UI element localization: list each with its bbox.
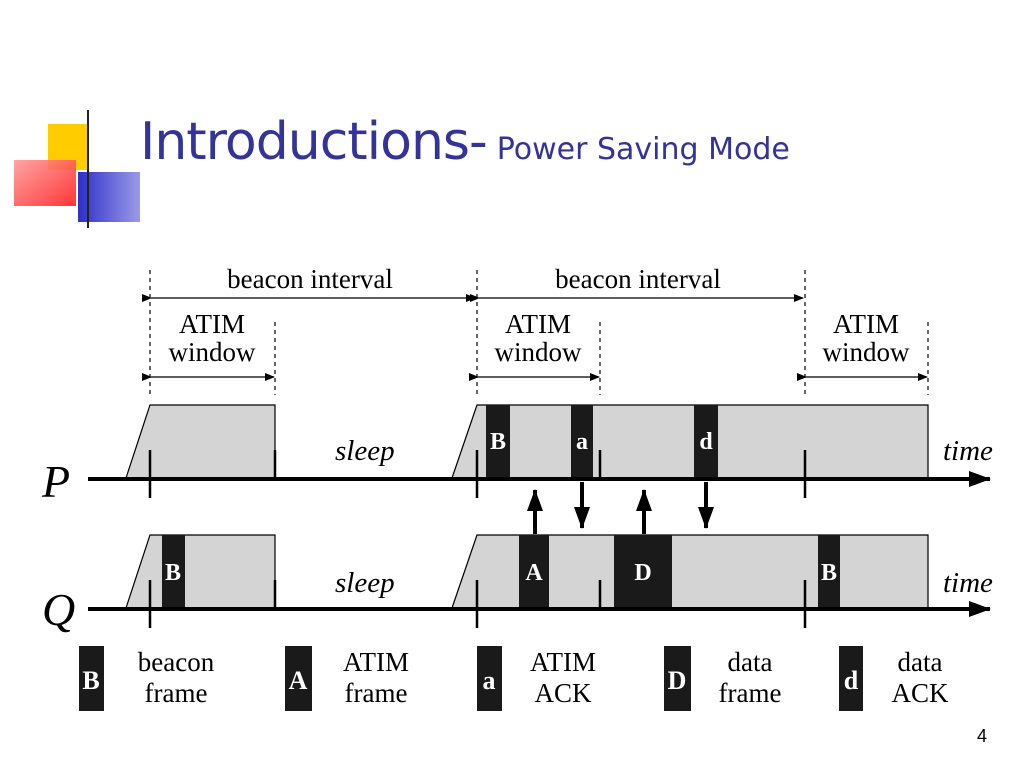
legend-A-line2: frame [345, 678, 408, 708]
page-number: 4 [977, 726, 988, 746]
legend-d-box [839, 646, 863, 711]
atim-window-label-2-line1: ATIM [505, 309, 571, 339]
signal-arrows [527, 482, 714, 534]
p-frame-a-label: a [576, 429, 588, 455]
atim-window-label-1-line1: ATIM [179, 309, 245, 339]
legend-A-line1: ATIM [343, 647, 409, 677]
q-frame-A [519, 535, 549, 608]
title-main: Introductions- [140, 112, 488, 172]
legend-B-symbol: B [82, 666, 99, 695]
p-frame-B-label: B [490, 429, 506, 455]
legend-D-line1: data [728, 647, 773, 677]
station-p-label: P [41, 456, 70, 507]
q-time-label: time [943, 567, 993, 599]
p-frame-d-label: d [699, 429, 713, 455]
q-frame-B-2-label: B [821, 560, 837, 586]
p-frame-B [486, 405, 510, 478]
station-q-timeline: B A D B Q sleep time [42, 534, 993, 635]
p-sleep-label: sleep [335, 435, 395, 467]
q-frame-B-2 [818, 535, 840, 608]
q-frame-D [614, 535, 672, 608]
atim-window-label-1-line2: window [169, 337, 257, 367]
legend-B-line2: frame [145, 678, 208, 708]
legend-D-box [664, 646, 691, 711]
legend-a-box [477, 646, 502, 711]
p-frame-d [694, 405, 718, 478]
atim-window-label-3-line2: window [823, 337, 911, 367]
legend-d-symbol: d [844, 666, 859, 695]
p-frame-a [571, 405, 593, 478]
legend-A-symbol: A [289, 666, 308, 695]
legend: B beacon frame A ATIM frame a ATIM ACK D… [79, 646, 949, 711]
legend-D-line2: frame [719, 678, 782, 708]
legend-a-line1: ATIM [530, 647, 596, 677]
q-frame-B-1-label: B [165, 560, 181, 586]
legend-B-line1: beacon [138, 647, 215, 677]
station-q-label: Q [42, 584, 75, 635]
beacon-interval-label-1: beacon interval [227, 264, 393, 294]
q-sleep-label: sleep [335, 567, 395, 599]
q-awake-period-1 [125, 534, 276, 609]
beacon-interval-label-2: beacon interval [555, 264, 721, 294]
legend-d-line2: ACK [891, 678, 949, 708]
legend-a-line2: ACK [534, 678, 592, 708]
title-subtitle: Power Saving Mode [496, 132, 790, 167]
q-frame-B-1 [162, 535, 185, 608]
slide-title: Introductions-Power Saving Mode [140, 112, 790, 172]
atim-window-label-3-line1: ATIM [833, 309, 899, 339]
q-frame-A-label: A [525, 560, 543, 586]
p-awake-period-1 [125, 404, 276, 479]
p-time-label: time [943, 435, 993, 467]
station-p-timeline: B a d P sleep time [41, 404, 993, 507]
legend-a-symbol: a [483, 666, 496, 695]
legend-A-box [285, 646, 312, 711]
q-frame-D-label: D [634, 560, 651, 586]
p-awake-period-2 [451, 404, 929, 479]
atim-window-label-2-line2: window [495, 337, 583, 367]
legend-D-symbol: D [668, 666, 687, 695]
legend-B-box [79, 646, 104, 711]
legend-d-line1: data [898, 647, 943, 677]
